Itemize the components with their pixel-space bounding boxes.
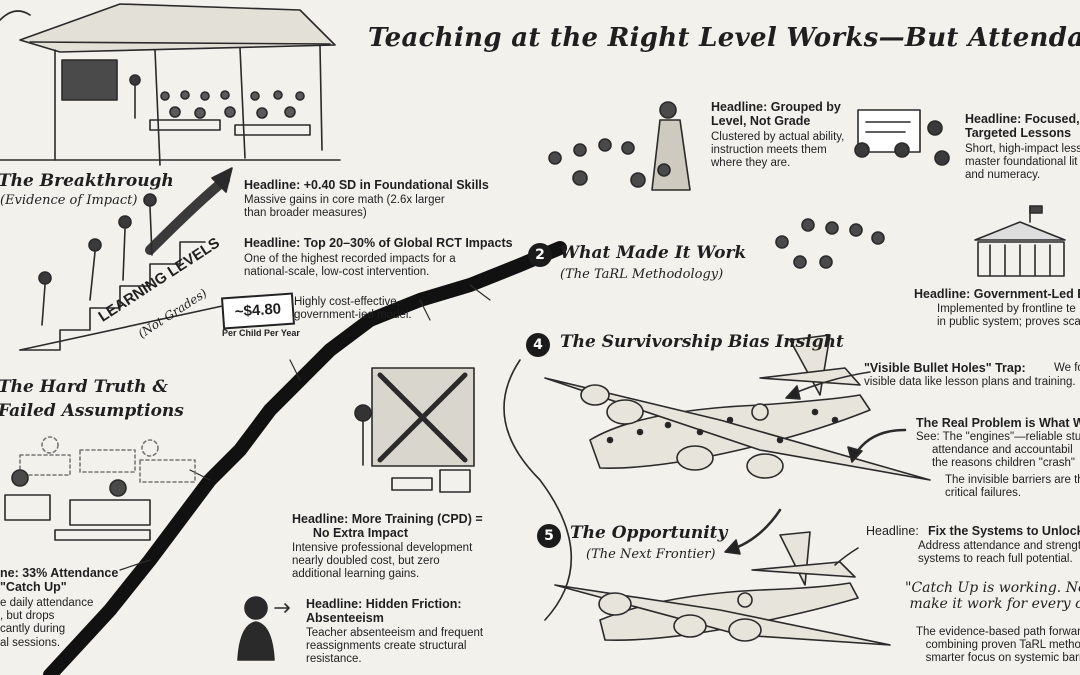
crack-line — [43, 241, 567, 675]
friction-headline: Headline: Hidden Friction: Absenteeism — [306, 597, 462, 625]
fix-headline-prefix: Headline: — [866, 524, 919, 538]
hard-truth-title: The Hard Truth & — [0, 377, 168, 397]
rct-headline: Headline: Top 20–30% of Global RCT Impac… — [244, 236, 513, 250]
training-body: Intensive professional development nearl… — [292, 542, 473, 581]
real-problem-headline: The Real Problem is What We — [916, 416, 1080, 430]
government-body: Implemented by frontline te in public sy… — [937, 303, 1080, 329]
cost-note: Highly cost-effective, government-ied mo… — [294, 296, 412, 322]
path-forward: The evidence-based path forward combinin… — [916, 626, 1080, 665]
method-subtitle: (The TaRL Methodology) — [560, 267, 724, 282]
small-groups-illustration — [775, 218, 885, 269]
breakthrough-subtitle: (Evidence of Impact) — [0, 193, 138, 208]
real-problem-body: See: The "engines"—reliable stud attenda… — [916, 431, 1080, 470]
fix-body: Address attendance and strength systems … — [918, 540, 1080, 566]
empty-desks-illustration — [19, 436, 196, 483]
impact-body: Massive gains in core math (2.6x larger … — [244, 194, 445, 220]
bomber-plane-clean — [554, 531, 891, 646]
section-badge-5: 5 — [537, 524, 561, 548]
survivorship-title: The Survivorship Bias Insight — [560, 332, 844, 352]
desks-illustration — [4, 469, 151, 541]
impact-headline: Headline: +0.40 SD in Foundational Skill… — [244, 178, 489, 192]
fix-headline: Fix the Systems to Unlock the — [928, 524, 1080, 538]
opportunity-subtitle: (The Next Frontier) — [586, 547, 716, 562]
section-badge-2: 2 — [528, 243, 552, 267]
open-classroom-illustration — [0, 3, 341, 166]
crossed-out-training-board — [354, 367, 475, 493]
bullet-holes-body-line2: visible data like lesson plans and train… — [864, 376, 1076, 388]
method-title: What Made It Work — [560, 243, 747, 263]
invisible-barriers: The invisible barriers are th critical f… — [945, 474, 1080, 500]
grouped-body: Clustered by actual ability, instruction… — [711, 131, 845, 170]
breakthrough-title: The Breakthrough — [0, 171, 174, 191]
page-title: Teaching at the Right Level Works—But At… — [368, 23, 1080, 53]
focused-headline: Headline: Focused, Targeted Lessons — [965, 112, 1080, 140]
government-headline: Headline: Government-Led Exe — [914, 287, 1080, 301]
learning-stairs-illustration — [19, 167, 251, 351]
price-tag: ~$4.80 — [220, 292, 296, 330]
grouped-learning-illustration — [548, 101, 691, 191]
closing-quote: "Catch Up is working. Now w make it work… — [905, 580, 1080, 612]
rct-body: One of the highest recorded impacts for … — [244, 253, 456, 279]
attendance-body: e daily attendance , but drops cantly du… — [0, 597, 94, 649]
training-headline: Headline: More Training (CPD) = No Extra… — [292, 512, 483, 540]
teacher-silhouette — [237, 596, 275, 661]
grouped-headline: Headline: Grouped by Level, Not Grade — [711, 100, 841, 128]
bomber-plane-damaged — [544, 334, 931, 481]
focused-lessons-illustration — [854, 109, 950, 166]
bullet-holes-headline: "Visible Bullet Holes" Trap: — [864, 361, 1026, 375]
hard-truth-title-line2: Failed Assumptions — [0, 401, 184, 421]
section-badge-4: 4 — [526, 333, 550, 357]
friction-body: Teacher absenteeism and frequent reassig… — [306, 627, 484, 666]
bullet-holes-body: We focus on — [1054, 362, 1080, 374]
government-building-illustration — [974, 205, 1066, 277]
opportunity-title: The Opportunity — [570, 523, 728, 543]
focused-body: Short, high-impact less master foundatio… — [965, 143, 1080, 182]
attendance-headline: ne: 33% Attendance "Catch Up" — [0, 566, 119, 594]
price-caption: Per Child Per Year — [222, 328, 300, 338]
